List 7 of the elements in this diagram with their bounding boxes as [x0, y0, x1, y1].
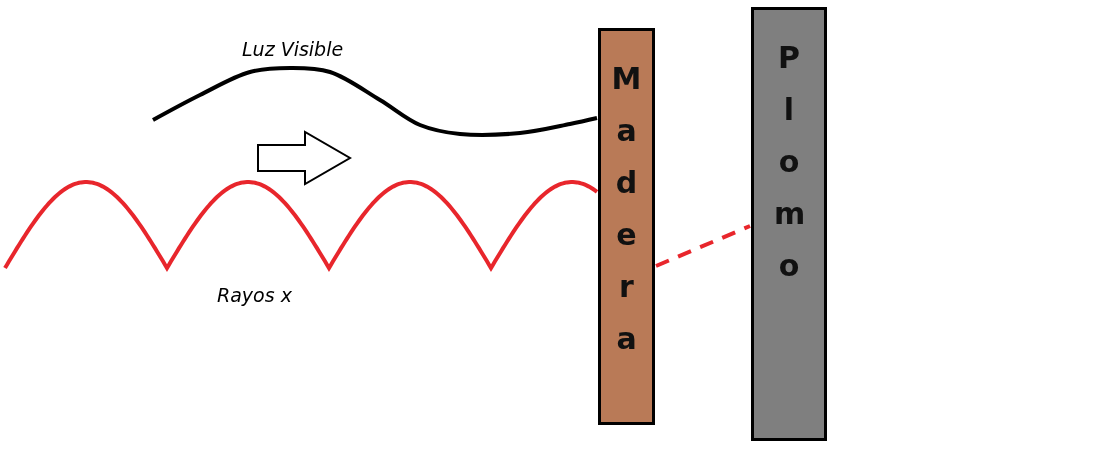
panel-label: Plomo [774, 39, 804, 285]
connector-line [655, 224, 751, 268]
wave-line [3, 180, 599, 272]
panel-label: Madera [611, 60, 642, 358]
wave-line [152, 66, 598, 137]
wood-panel [598, 28, 655, 425]
lead-panel [751, 7, 827, 441]
